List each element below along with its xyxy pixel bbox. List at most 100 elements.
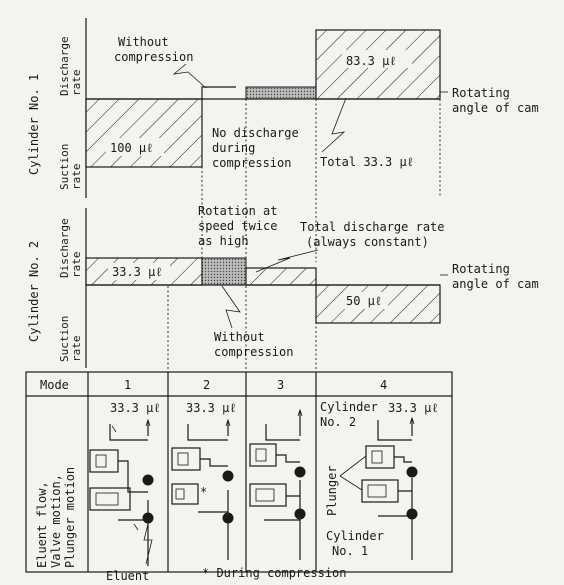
mode-2-star: * [200,485,207,499]
total-discharge-line2: (always constant) [306,235,429,249]
mode-3-link-path [276,454,300,463]
cylinder2-discharge-label-1: Discharge [58,218,71,278]
cylinder1-suction-value: 100 μℓ [110,141,153,155]
mode-3-cylinder-bottom [249,483,287,507]
mode-4-plunger-bottom [367,484,387,498]
mode-4-label: 4 [380,378,387,392]
mode-1-flow-arrow-icon [111,425,139,531]
mode-2-plunger-bottom [175,488,185,500]
table-border [25,371,453,573]
cylinder1-table-label-2: No. 1 [332,544,368,558]
mode-4-valve-ball-upper [406,466,418,478]
rotation-line3: as high [198,234,249,248]
footer: Eluent * During compression [106,523,347,583]
mode-3-lower-path [264,480,301,560]
mode-2-valve-ball-lower [222,512,234,524]
cylinder1-section: Cylinder No. 1 Discharge rate Suction ra… [27,18,539,198]
cylinder2-table-label-2: No. 2 [320,415,356,429]
mode-4-plunger-top [371,450,383,464]
mode-3-schematic [249,408,306,560]
footnote: * During compression [202,566,347,580]
total-leader [321,97,347,153]
mode-1-cylinder-bottom [89,487,131,511]
row-label-line2: Valve motion, [49,474,63,568]
mode-2-label: 2 [203,378,210,392]
mode-1-cylinder-top [89,449,119,473]
mode-2-lower-path [198,490,229,560]
cylinder1-axis-label-2: angle of cam [452,101,539,115]
plunger-leader [339,455,367,491]
mode-table: Mode 1 2 3 4 Eluent flow, Valve motion, … [25,371,453,573]
cylinder1-discharge-value: 83.3 μℓ [346,54,397,68]
without-compression-1-line2: compression [114,50,193,64]
without-compression-1-line1: Without [118,35,169,49]
mode-2-valve-ball-upper [222,470,234,482]
cylinder1-suction-label-1: Suction [58,144,71,190]
mode-3-plunger-bottom [255,488,275,502]
rotation-line2: speed twice [198,219,277,233]
mode-1-label: 1 [124,378,131,392]
without-compression-2-line1: Without [214,330,265,344]
mode-2-volume: 33.3 μℓ [186,401,237,415]
mode-2-plunger-top [177,452,189,466]
mode-2-outlet-path [187,420,229,441]
eluent-leader [143,523,153,565]
mode-1-outlet-path [109,420,149,441]
cylinder1-discharge-value-bg [342,50,412,68]
cylinder2-axis-label-2: angle of cam [452,277,539,291]
cylinder2-discharge-value: 33.3 μℓ [112,265,163,279]
mode-header: Mode [40,378,69,392]
total-label: Total 33.3 μℓ [320,155,414,169]
cylinder2-discharge-label-2: rate [70,252,83,279]
plunger-label: Plunger [325,465,339,516]
mode-1-valve-ball-lower [142,512,154,524]
mode-3-outlet-path [265,410,301,441]
mode-1-plunger-top [95,454,107,468]
mode-4-outlet-path [377,418,413,441]
mode-4-schematic: Cylinder No. 2 Plunger Cylinder No. 1 [320,400,418,560]
mode-4-lower-path [378,478,413,560]
mode-1-schematic [89,418,154,566]
rotation-line1: Rotation at [198,204,277,218]
cylinder1-suction-label-2: rate [70,164,83,191]
cylinder2-table-label-1: Cylinder [320,400,378,414]
mode-4-cylinder-top [365,445,395,469]
mode-4-outlet-arrow-icon [409,416,415,425]
eluent-label: Eluent [106,569,149,583]
mode-1-outlet-arrow-icon [145,418,151,427]
mode-1-volume: 33.3 μℓ [110,401,161,415]
cylinder1-dotted-block [245,86,317,100]
cylinder1-table-label-1: Cylinder [326,529,384,543]
mode-3-label: 3 [277,378,284,392]
mode-4-link-path [394,456,412,463]
row-label-line1: Eluent flow, [35,481,49,568]
cylinder1-suction-value-bg [106,138,164,156]
mode-1-valve-ball-upper [142,474,154,486]
cylinder2-suction-label-1: Suction [58,316,71,362]
mode-3-outlet-arrow-icon [297,408,303,417]
mode-3-cylinder-top [249,443,277,467]
mode-4-cylinder-bottom [361,479,399,503]
cylinder1-axis-label-1: Rotating [452,86,510,100]
mode-2-cylinder-top [171,447,201,471]
mode-2-cylinder-bottom [171,483,199,505]
cylinder1-discharge-label-2: rate [70,70,83,97]
row-label-line3: Plunger motion [63,467,77,568]
without-compression-2-line2: compression [214,345,293,359]
mode-2-schematic: * [171,418,234,560]
mode-3-plunger-top [255,448,267,462]
mode-2-link-path [200,458,228,467]
cylinder2-suction-label-2: rate [70,336,83,363]
no-discharge-line3: compression [212,156,291,170]
no-discharge-line2: during [212,141,255,155]
mode-2-outlet-arrow-icon [225,418,231,427]
cylinder1-compression-step [201,86,236,99]
cylinder2-discharge-step [245,267,317,286]
mode-3-valve-ball-upper [294,466,306,478]
without-compression-2-leader [221,285,241,329]
cylinder1-label: Cylinder No. 1 [27,74,41,175]
no-discharge-line1: No discharge [212,126,299,140]
cylinder1-suction-block [85,98,203,168]
